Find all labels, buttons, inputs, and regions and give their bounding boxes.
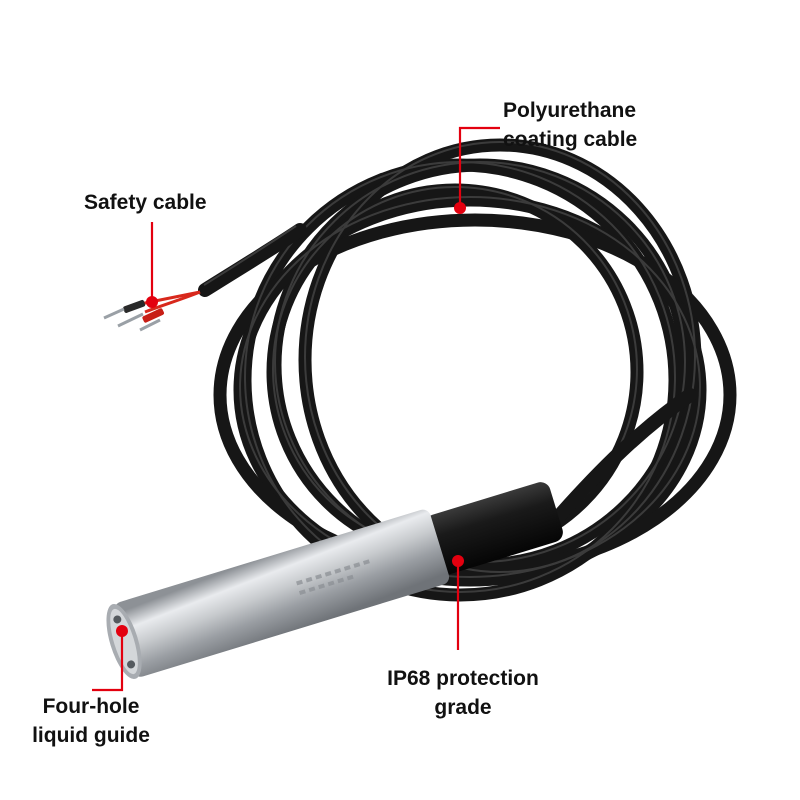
- engraved-marking: [296, 559, 370, 595]
- rubber-boot: [425, 482, 563, 575]
- callout-safety-cable: Safety cable: [84, 188, 207, 217]
- steel-housing: [114, 509, 450, 677]
- cable-end: [198, 223, 307, 297]
- callout-polyurethane-cable: Polyurethane coating cable: [503, 96, 637, 154]
- cable-highlights: [239, 141, 701, 593]
- callout-ip68-grade: IP68 protection grade: [378, 664, 548, 722]
- callout-four-hole-guide: Four-hole liquid guide: [29, 692, 153, 750]
- wires: [103, 290, 201, 332]
- liquid-hole: [113, 615, 122, 624]
- callout-lines: [92, 126, 500, 692]
- callout-text: Four-hole: [42, 695, 140, 718]
- callout-text: liquid guide: [32, 724, 150, 747]
- liquid-hole: [127, 660, 136, 669]
- callout-markers: [116, 202, 466, 637]
- callout-text: IP68 protection: [387, 667, 539, 690]
- callout-text: grade: [434, 696, 492, 719]
- callout-text: Polyurethane: [503, 99, 637, 122]
- callout-text: Safety cable: [84, 191, 207, 214]
- callout-text: coating cable: [503, 128, 638, 151]
- sensor-probe: [106, 482, 563, 679]
